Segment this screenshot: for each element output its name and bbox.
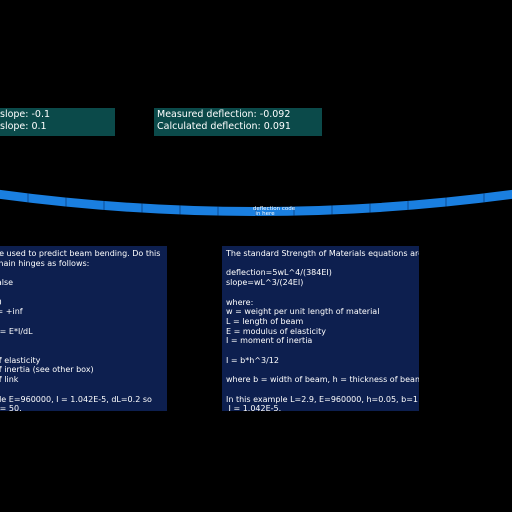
right-panel-line: In this example L=2.9, E=960000, h=0.05,… bbox=[226, 394, 419, 404]
left-info-panel: be used to predict beam bending. Do this… bbox=[0, 246, 167, 411]
right-panel-line: I = b*h^3/12 bbox=[226, 355, 279, 365]
right-panel-line bbox=[226, 346, 415, 356]
left-panel-line: false bbox=[0, 278, 14, 288]
beam-hinges bbox=[27, 193, 485, 216]
deflection-readout-line-1: Measured deflection: -0.092 bbox=[157, 109, 291, 120]
slope-readout-line-2: slope: 0.1 bbox=[0, 121, 47, 132]
left-panel-line: 0 bbox=[0, 298, 163, 308]
right-panel-line: where: bbox=[226, 297, 254, 307]
deflection-readout-line-2: Calculated deflection: 0.091 bbox=[157, 121, 291, 132]
right-panel-line: where b = width of beam, h = thickness o… bbox=[226, 375, 419, 385]
right-panel-line bbox=[226, 385, 415, 395]
right-panel-line: deflection=5wL^4/(384EI) bbox=[226, 268, 332, 278]
beam-label-line-2: in here bbox=[255, 211, 275, 217]
right-panel-line: E = modulus of elasticity bbox=[226, 326, 327, 336]
right-panel-line: L = length of beam bbox=[226, 316, 304, 326]
left-panel-line bbox=[0, 268, 163, 278]
left-panel-line: = +inf bbox=[0, 307, 23, 317]
left-panel-line bbox=[0, 317, 163, 327]
left-panel-line bbox=[0, 385, 163, 395]
left-panel-line: t = E*I/dL bbox=[0, 326, 33, 336]
left-panel-line: of inertia (see other box) bbox=[0, 365, 94, 375]
left-panel-line: of elasticity bbox=[0, 355, 41, 365]
beam-canvas[interactable]: deflection code in here bbox=[0, 180, 512, 230]
right-panel-line bbox=[226, 259, 415, 269]
left-panel-line: be used to predict beam bending. Do this bbox=[0, 249, 161, 258]
left-panel-line: chain hinges as follows: bbox=[0, 258, 90, 268]
left-panel-line: of link bbox=[0, 375, 19, 385]
left-panel-line: ple E=960000, I = 1.042E-5, dL=0.2 so bbox=[0, 394, 152, 404]
left-panel-line bbox=[0, 346, 163, 356]
right-panel-line: w = weight per unit length of material bbox=[226, 307, 380, 317]
right-panel-line bbox=[226, 288, 415, 298]
right-panel-line: I = moment of inertia bbox=[226, 336, 313, 346]
right-panel-line: The standard Strength of Materials equat… bbox=[226, 249, 419, 258]
right-panel-line: slope=wL^3/(24EI) bbox=[226, 278, 304, 288]
beam-label-line-1: deflection code bbox=[253, 206, 296, 212]
right-info-panel: The standard Strength of Materials equat… bbox=[222, 246, 419, 411]
slope-readout-line-1: slope: -0.1 bbox=[0, 109, 51, 120]
left-panel-line bbox=[0, 288, 163, 298]
right-panel-line: I = 1.042E-5. bbox=[226, 404, 282, 411]
right-panel-line bbox=[226, 365, 415, 375]
left-panel-line: t = 50. bbox=[0, 404, 22, 411]
left-panel-line bbox=[0, 336, 163, 346]
